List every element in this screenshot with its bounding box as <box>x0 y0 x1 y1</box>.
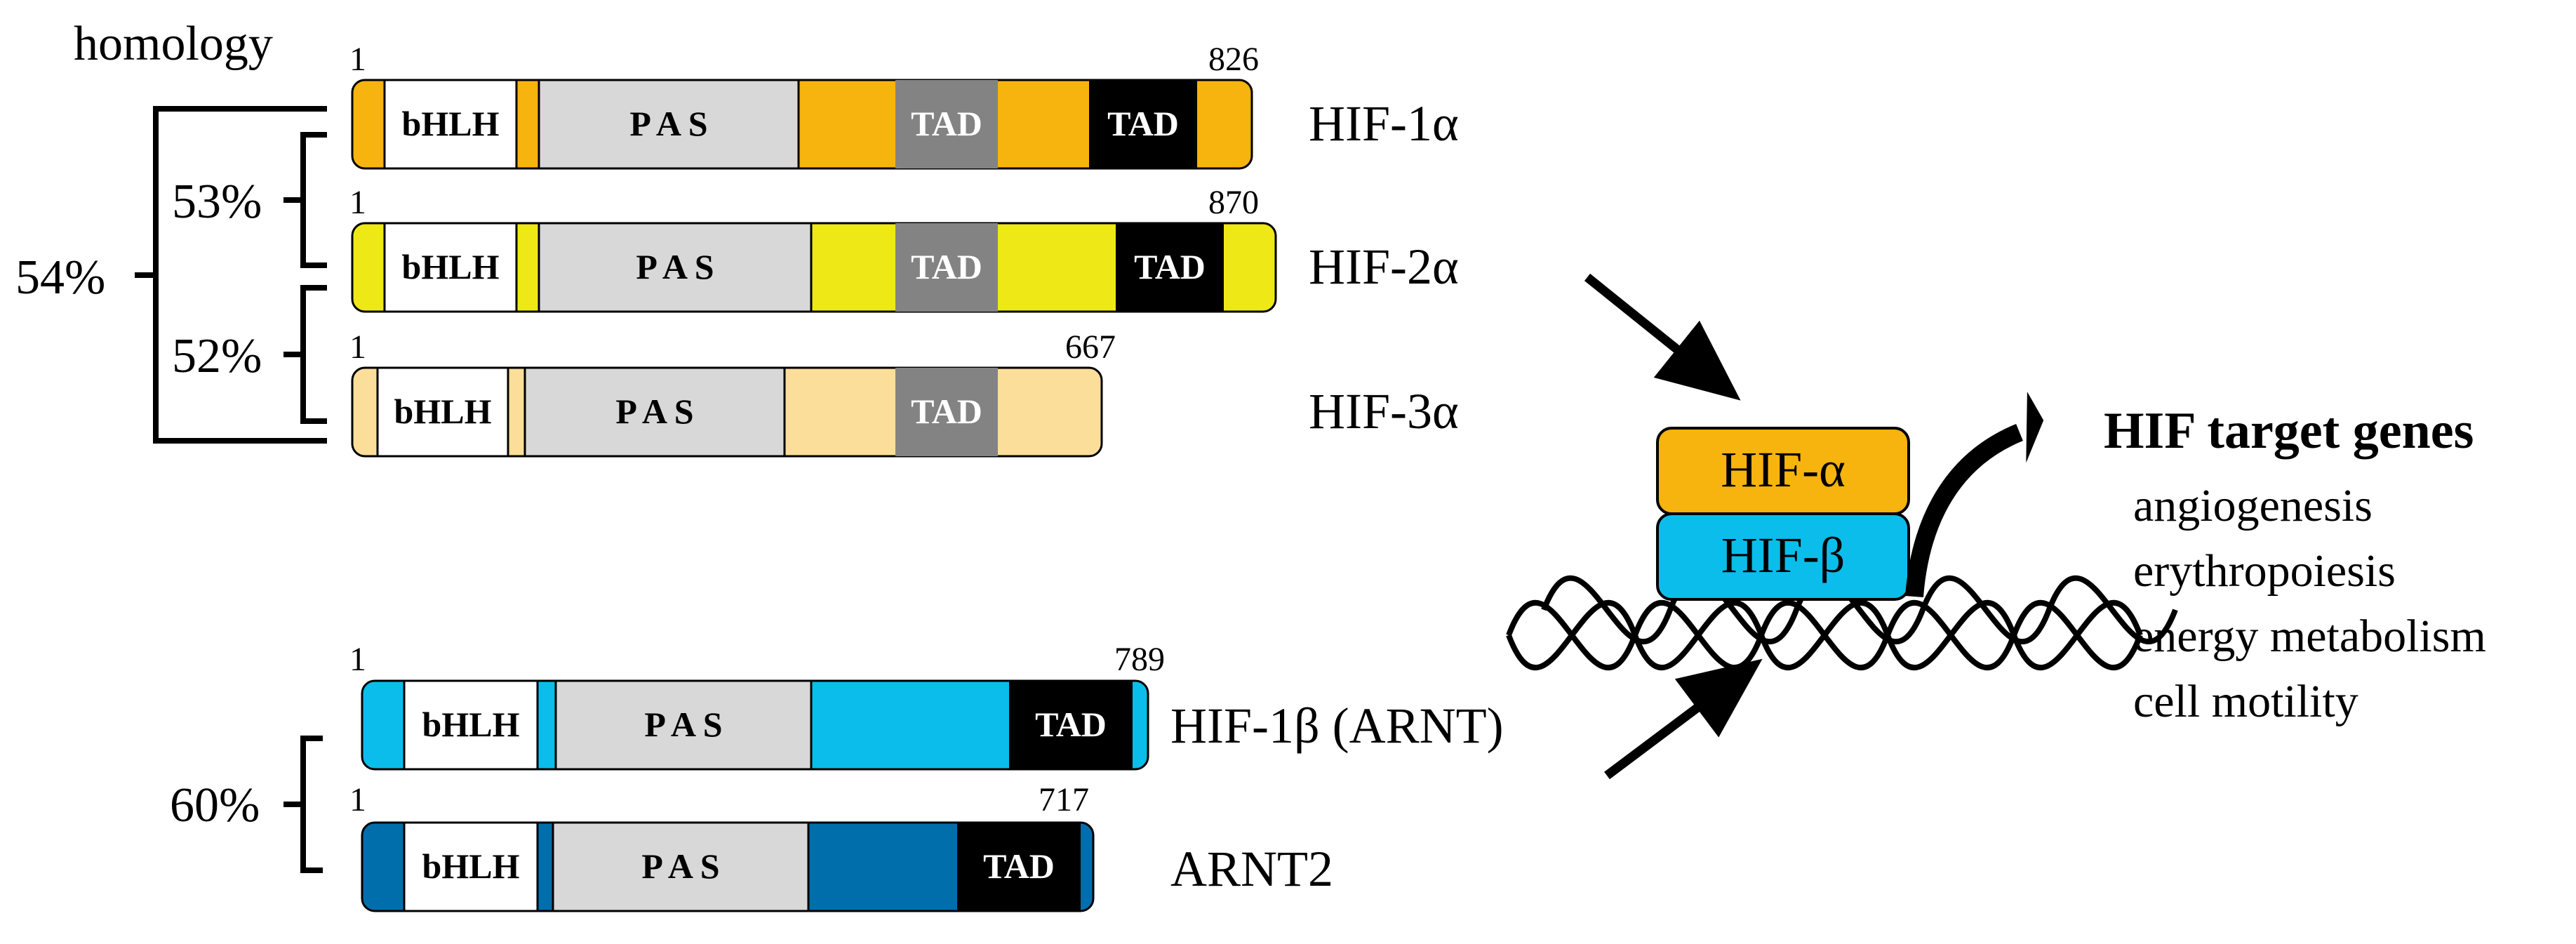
label-tad: TAD <box>911 392 982 431</box>
hif-complex: HIF-α HIF-β <box>1656 427 1910 601</box>
label-pas: P A S <box>641 846 719 886</box>
name-arnt2: ARNT2 <box>1170 841 1333 897</box>
label-pas: P A S <box>644 705 722 744</box>
homology-54: 54% <box>15 251 105 305</box>
homology-brackets-alpha <box>135 106 327 444</box>
end-residue-hif-3a: 667 <box>1065 328 1116 366</box>
protein-hif-1b: 1 789 bHLH P A S TAD HIF-1β (ARNT) <box>349 641 1504 771</box>
label-tad-n: TAD <box>911 104 982 143</box>
protein-arnt2: 1 717 bHLH P A S TAD ARNT2 <box>349 781 1333 912</box>
start-residue-hif-1a: 1 <box>349 41 366 78</box>
domain-pas <box>538 222 813 313</box>
label-bhlh: bHLH <box>394 392 492 431</box>
label-bhlh: bHLH <box>422 705 520 744</box>
arrow-alpha-to-complex <box>1584 273 1741 401</box>
homology-60: 60% <box>170 778 260 832</box>
target-item-angiogenesis: angiogenesis <box>2133 480 2373 531</box>
targets-title: HIF target genes <box>2104 402 2474 460</box>
homology-53: 53% <box>172 175 262 229</box>
domain-tad <box>1009 681 1133 769</box>
label-tad-c: TAD <box>1107 104 1179 143</box>
end-residue-hif-1b: 789 <box>1114 641 1165 678</box>
homology-label: homology <box>74 17 273 71</box>
label-bhlh: bHLH <box>402 247 500 286</box>
label-bhlh: bHLH <box>422 846 520 886</box>
domain-bhlh <box>403 821 539 912</box>
domain-pas <box>554 679 813 771</box>
name-hif-1b: HIF-1β (ARNT) <box>1170 698 1504 754</box>
target-item-erythropoiesis: erythropoiesis <box>2133 545 2396 597</box>
end-residue-hif-2a: 870 <box>1208 184 1259 221</box>
domain-bhlh <box>376 366 509 458</box>
label-tad: TAD <box>983 846 1055 886</box>
protein-hif-2a: 1 870 bHLH P A S TAD TAD HIF-2α <box>349 184 1459 313</box>
domain-tad-c <box>1116 223 1224 312</box>
label-tad-n: TAD <box>911 247 982 286</box>
start-residue-hif-3a: 1 <box>349 328 366 366</box>
name-hif-1a: HIF-1α <box>1309 95 1459 152</box>
target-item-cell-motility: cell motility <box>2133 676 2358 727</box>
label-tad-c: TAD <box>1134 247 1206 286</box>
protein-hif-1a: 1 826 bHLH P A S TAD TAD HIF-1α <box>349 41 1459 170</box>
domain-tad <box>895 368 998 456</box>
label-pas: P A S <box>636 247 714 286</box>
domain-tad <box>957 823 1081 911</box>
label-tad: TAD <box>1035 705 1107 744</box>
hif-alpha-label: HIF-α <box>1721 441 1846 498</box>
domain-pas <box>523 366 786 458</box>
domain-bhlh <box>383 79 518 170</box>
domain-bhlh <box>403 679 539 771</box>
start-residue-hif-1b: 1 <box>349 641 366 678</box>
hif-beta-box <box>1656 512 1910 601</box>
label-bhlh: bHLH <box>402 104 500 143</box>
label-pas: P A S <box>615 392 693 431</box>
end-residue-hif-1a: 826 <box>1208 41 1259 78</box>
hif-beta-label: HIF-β <box>1721 527 1846 583</box>
start-residue-arnt2: 1 <box>349 781 366 818</box>
name-hif-3a: HIF-3α <box>1309 383 1459 439</box>
label-pas: P A S <box>629 104 707 143</box>
bracket-53 <box>300 132 327 268</box>
domain-pas <box>538 79 800 170</box>
domain-tad-c <box>1089 80 1197 168</box>
domain-tad-n <box>895 80 998 168</box>
dna-helix <box>1506 576 2178 670</box>
arrow-beta-to-complex <box>1604 658 1763 780</box>
name-hif-2a: HIF-2α <box>1309 239 1459 295</box>
domain-pas <box>552 821 810 912</box>
homology-52: 52% <box>172 329 262 383</box>
domain-bhlh <box>383 222 518 313</box>
protein-hif-3a: 1 667 bHLH P A S TAD HIF-3α <box>349 328 1459 458</box>
bracket-60 <box>283 736 323 873</box>
arrow-to-targets-head <box>2026 392 2044 463</box>
bracket-52 <box>300 285 327 424</box>
end-residue-arnt2: 717 <box>1039 781 1089 818</box>
start-residue-hif-2a: 1 <box>349 184 366 221</box>
arrow-to-targets <box>1905 423 2024 598</box>
target-item-energy-metabolism: energy metabolism <box>2133 611 2486 662</box>
domain-tad-n <box>895 223 998 312</box>
